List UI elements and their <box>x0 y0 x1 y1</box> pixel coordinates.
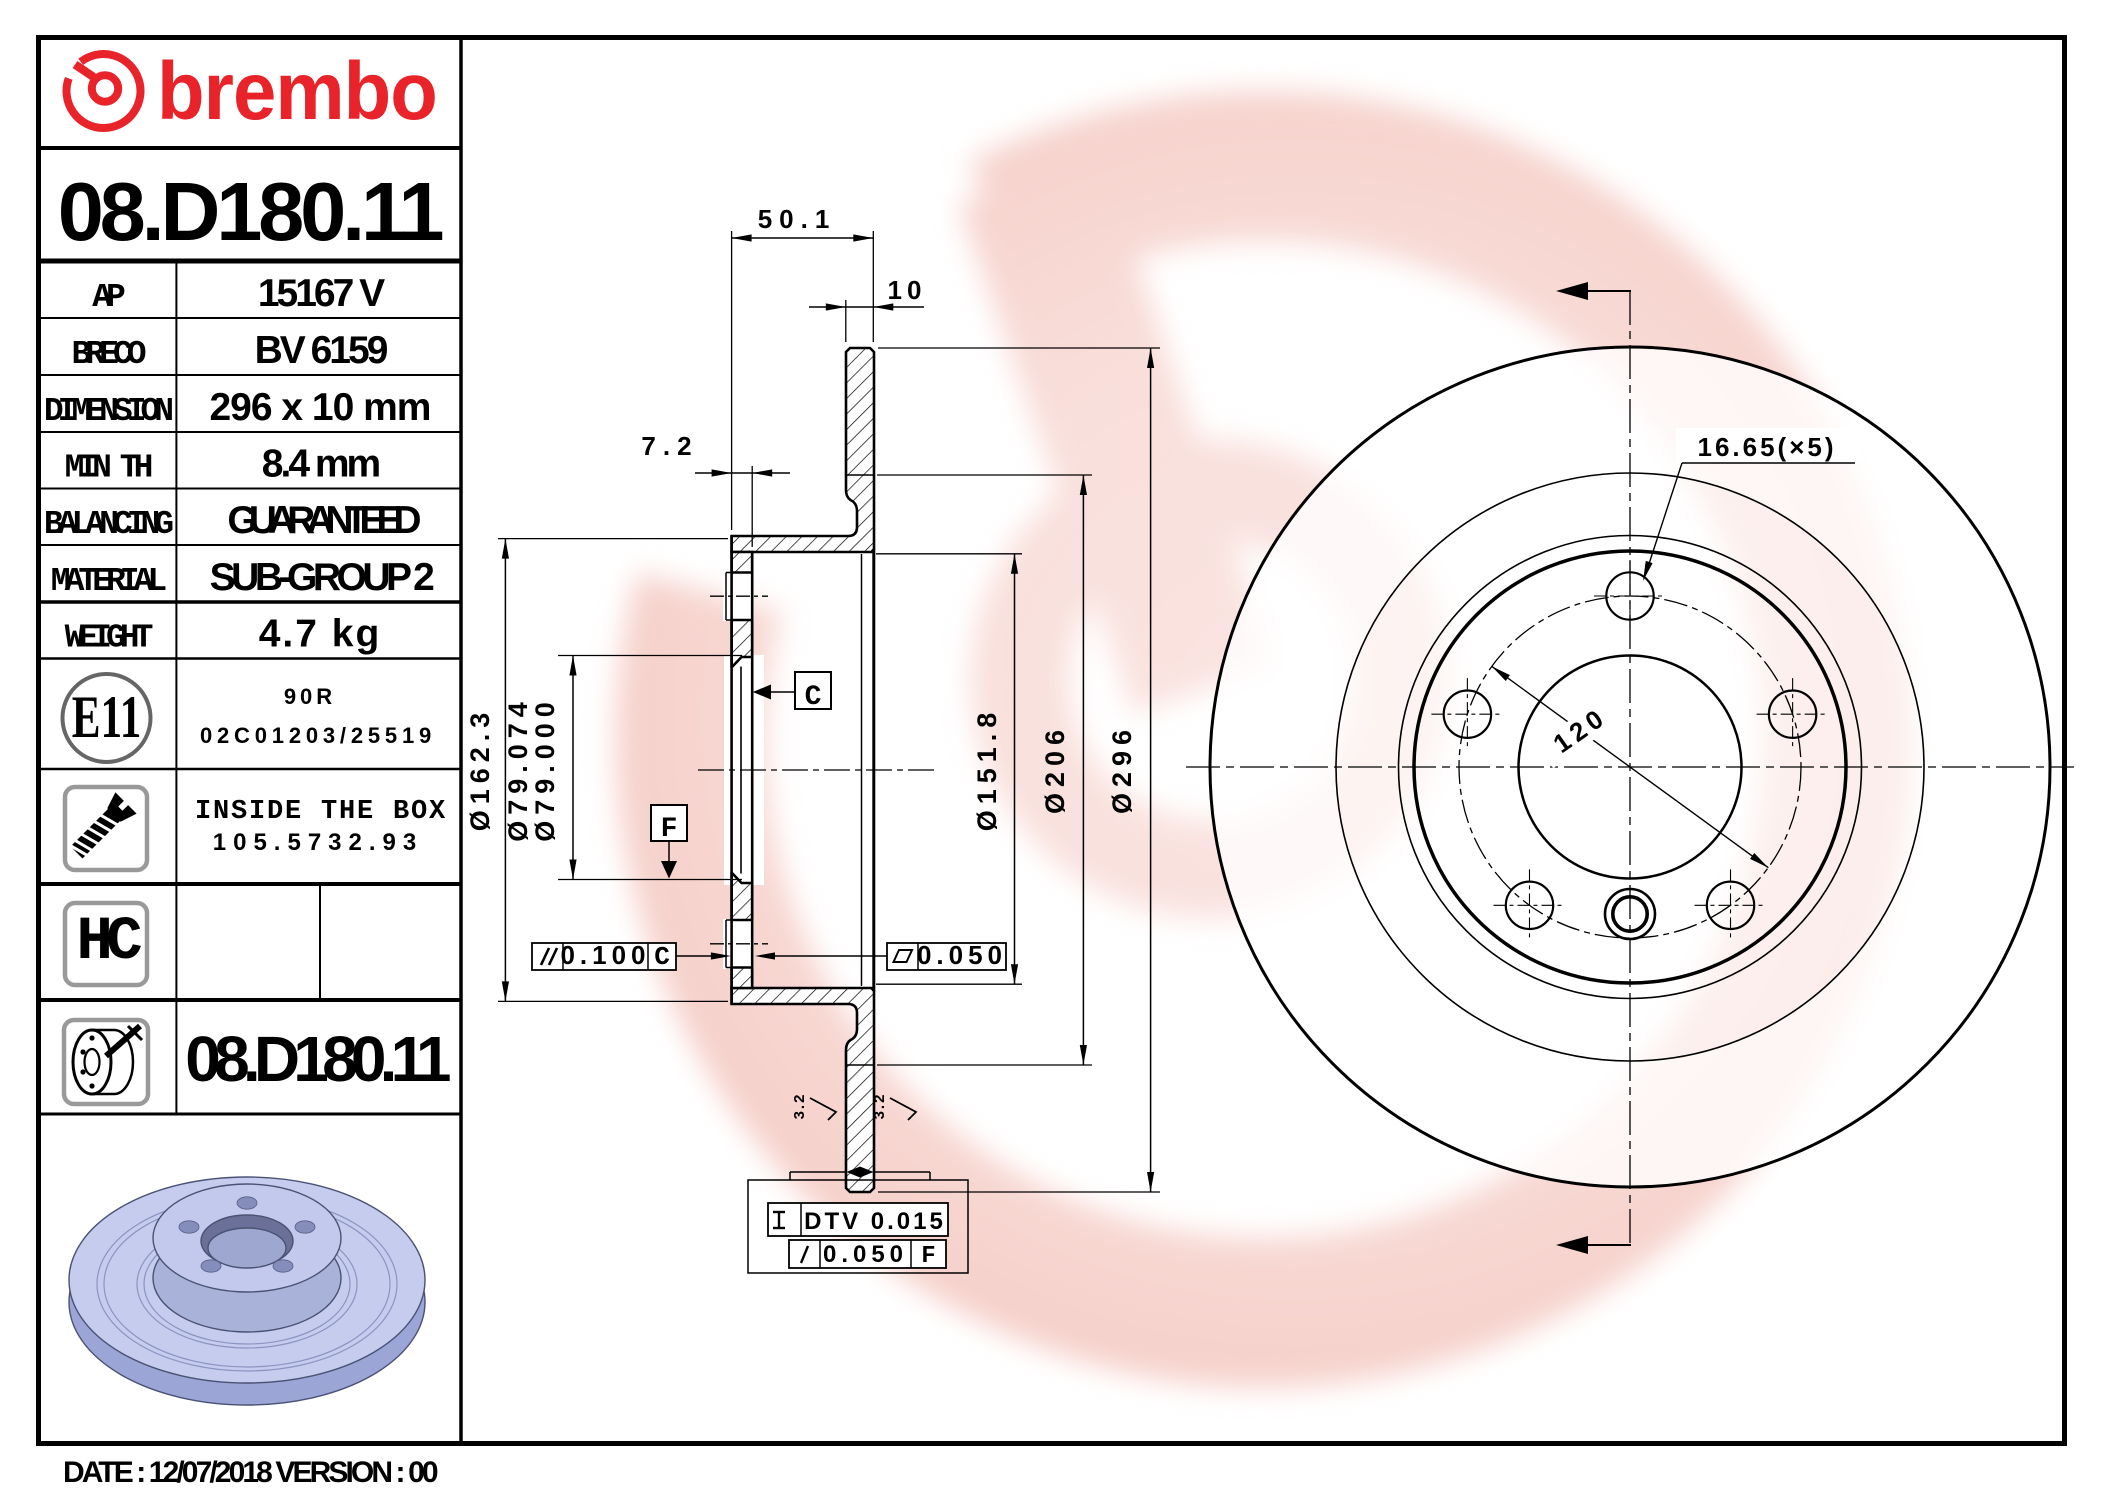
svg-text:0.050: 0.050 <box>917 940 1007 970</box>
svg-text:296 x 10 mm: 296 x 10 mm <box>209 386 430 429</box>
svg-text:GUARANTEED: GUARANTEED <box>227 499 420 542</box>
svg-text:F: F <box>661 814 678 845</box>
svg-text:HC: HC <box>76 908 141 977</box>
svg-text:Ø151.8: Ø151.8 <box>972 707 1002 832</box>
svg-text:BALANCING: BALANCING <box>44 506 173 543</box>
svg-text:WEIGHT: WEIGHT <box>65 620 153 657</box>
svg-text:3.2: 3.2 <box>791 1093 808 1120</box>
svg-text:Ø296: Ø296 <box>1107 724 1137 814</box>
svg-text:E11: E11 <box>72 684 142 751</box>
svg-text:brembo: brembo <box>157 45 437 136</box>
svg-text:C: C <box>805 682 822 713</box>
svg-text:90R: 90R <box>284 684 336 709</box>
svg-text:08.D180.11: 08.D180.11 <box>185 1023 450 1095</box>
svg-text:INSIDE THE BOX: INSIDE THE BOX <box>195 797 447 827</box>
svg-text:0.050: 0.050 <box>823 1241 908 1268</box>
svg-text:16.65(×5): 16.65(×5) <box>1697 432 1836 462</box>
svg-text:DATE : 12/07/2018 VERSION : 00: DATE : 12/07/2018 VERSION : 00 <box>63 1456 438 1488</box>
svg-text:8.4 mm: 8.4 mm <box>262 443 380 486</box>
svg-text:DIMENSION: DIMENSION <box>44 393 172 430</box>
svg-text:MIN TH: MIN TH <box>65 450 152 487</box>
svg-text:Ø79.074: Ø79.074 <box>503 696 533 842</box>
svg-text:F: F <box>921 1243 935 1270</box>
svg-text:Ø206: Ø206 <box>1040 724 1070 814</box>
svg-text:50.1: 50.1 <box>758 204 837 234</box>
svg-text:3.2: 3.2 <box>871 1093 888 1120</box>
svg-text:C: C <box>654 942 670 972</box>
svg-text:BV 6159: BV 6159 <box>255 329 388 372</box>
svg-text:15167 V: 15167 V <box>258 272 385 315</box>
svg-text:7.2: 7.2 <box>641 431 698 461</box>
svg-text:4.7 kg: 4.7 kg <box>259 613 382 656</box>
svg-text:MATERIAL: MATERIAL <box>51 563 167 600</box>
svg-text:Ø162.3: Ø162.3 <box>465 707 495 832</box>
svg-text:Ø79.000: Ø79.000 <box>530 696 560 842</box>
svg-text:SUB-GROUP 2: SUB-GROUP 2 <box>210 556 434 599</box>
svg-text:10: 10 <box>888 275 927 305</box>
svg-text:105.5732.93: 105.5732.93 <box>213 829 423 856</box>
svg-text:DTV 0.015: DTV 0.015 <box>804 1208 946 1235</box>
svg-text:BRECO: BRECO <box>71 336 145 373</box>
svg-text:02C01203/25519: 02C01203/25519 <box>200 723 436 748</box>
svg-text:08.D180.11: 08.D180.11 <box>58 165 443 258</box>
svg-text:0.100: 0.100 <box>560 940 650 970</box>
